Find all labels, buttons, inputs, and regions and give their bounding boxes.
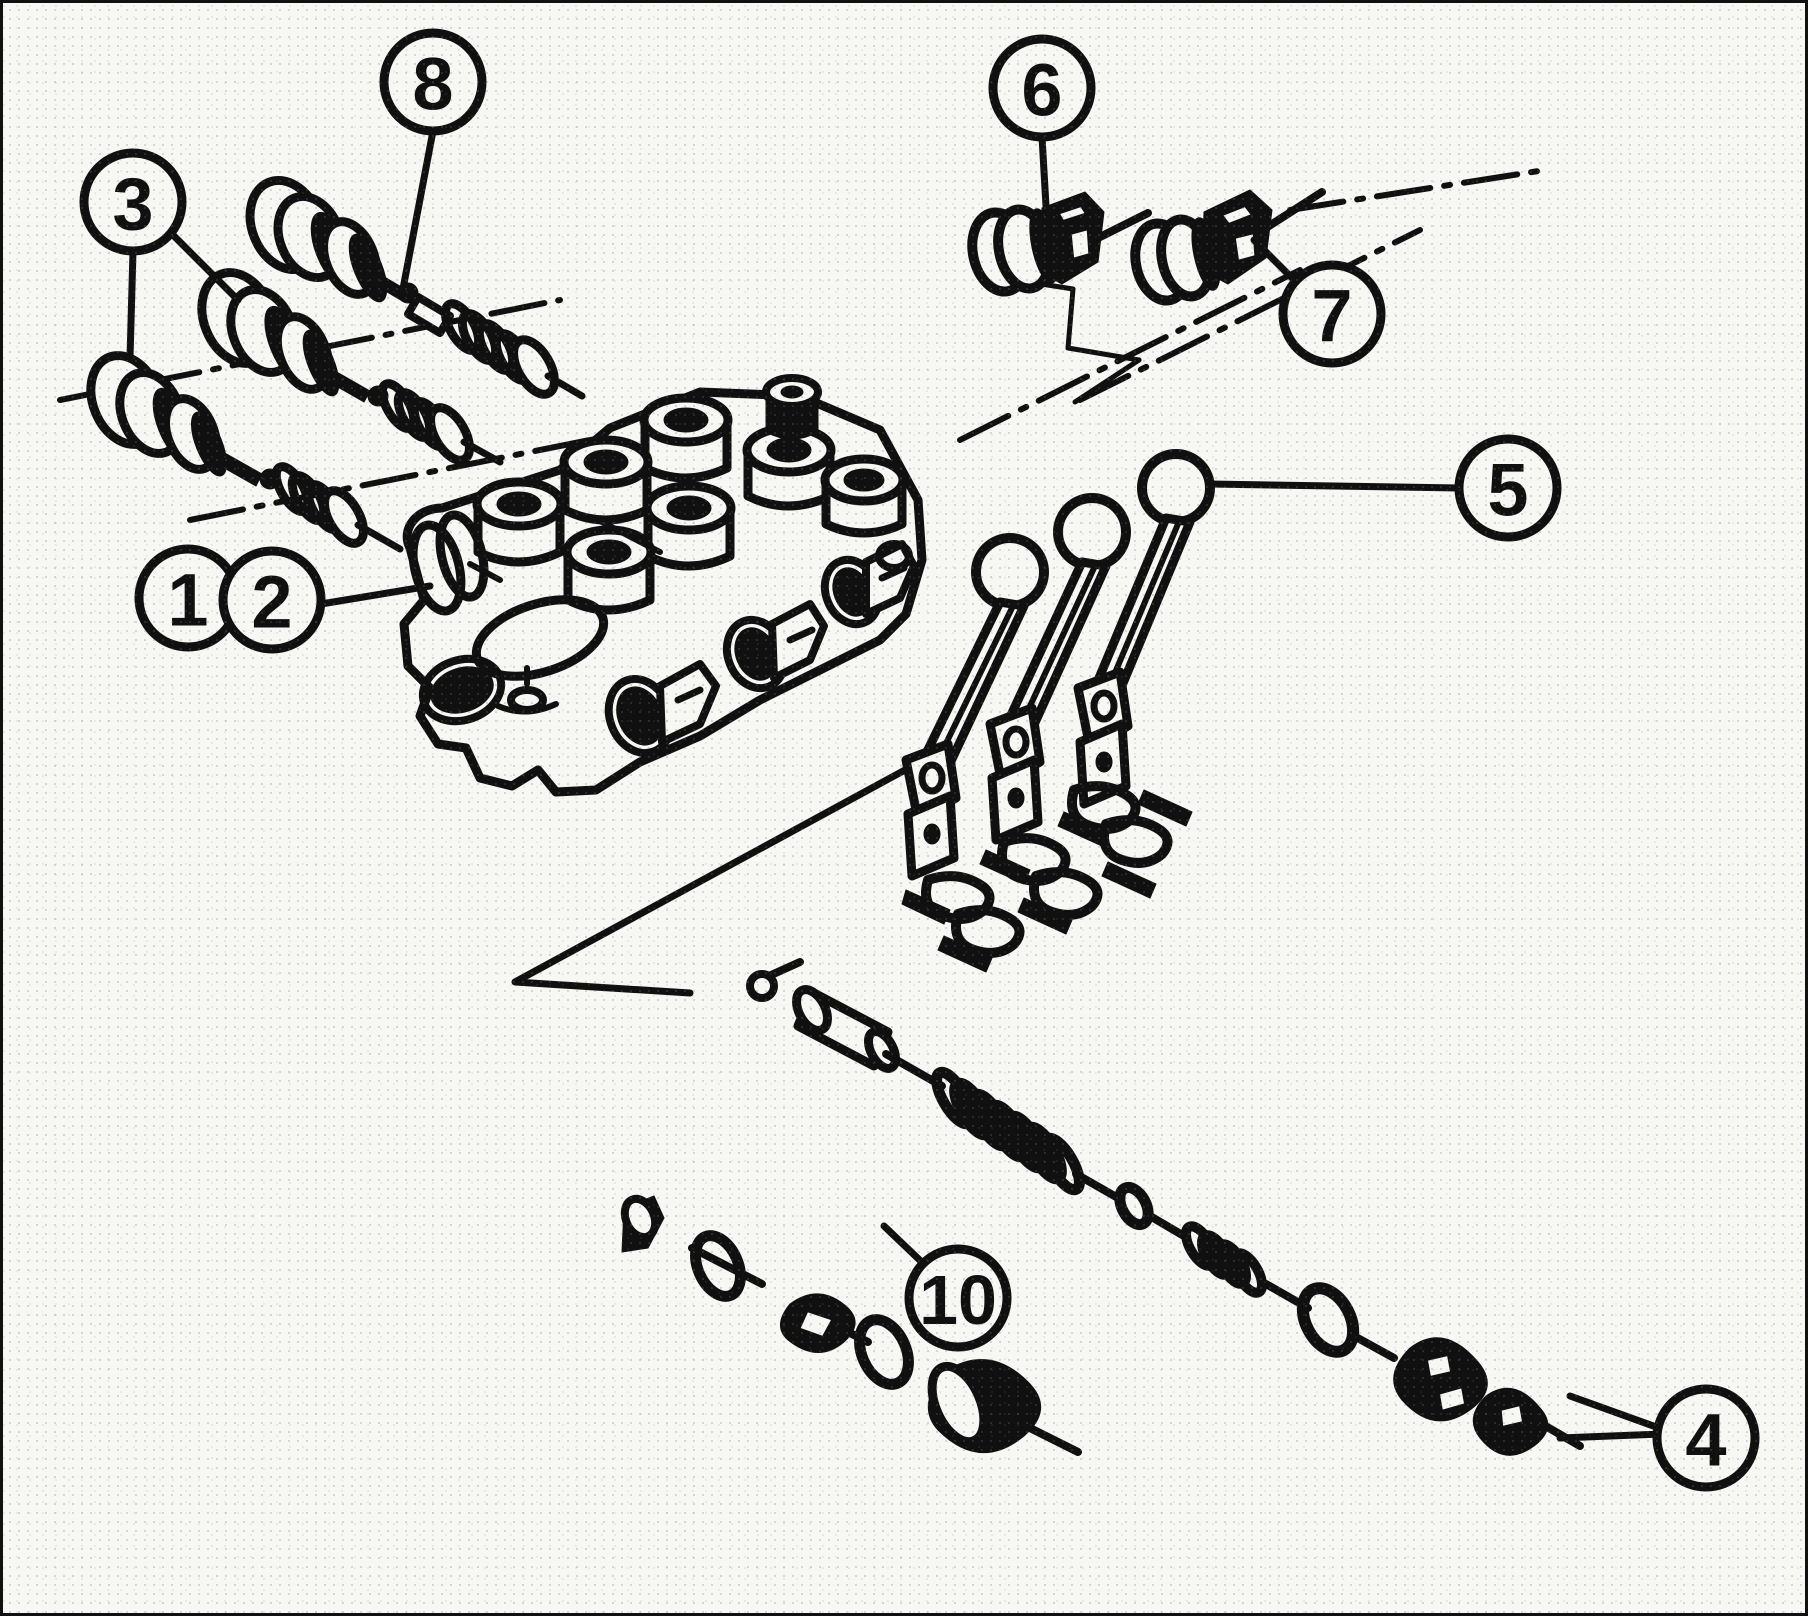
callout-target-10[interactable]: [909, 1249, 1007, 1347]
callout-number-10: 10: [919, 1261, 997, 1339]
callout-number-1: 1: [167, 559, 208, 642]
callout-target-8[interactable]: [384, 33, 482, 131]
port-fitting-right: [1130, 188, 1326, 306]
control-lever-2: [985, 493, 1131, 845]
callout-bubble-3[interactable]: 3: [79, 148, 187, 256]
callout-target-4[interactable]: [1657, 1389, 1755, 1487]
callout-number-4: 4: [1685, 1399, 1726, 1482]
port-fitting-left: [967, 191, 1152, 297]
callout-target-6[interactable]: [993, 39, 1091, 137]
spool-assembly-group: [86, 175, 586, 553]
control-lever-group: [901, 449, 1215, 973]
control-lever-3: [901, 533, 1049, 881]
callout-number-8: 8: [412, 43, 453, 126]
callout-bubble-5[interactable]: 5: [1454, 434, 1562, 542]
callout-circle-6: [988, 34, 1096, 142]
callout-number-5: 5: [1487, 449, 1528, 532]
valve-body: [399, 374, 927, 797]
lever-linkage-hardware: [901, 781, 1193, 973]
callout-number-7: 7: [1311, 275, 1352, 358]
callout-number-3: 3: [112, 163, 153, 246]
callout-bubble-2[interactable]: 2: [218, 546, 326, 654]
callout-target-5[interactable]: [1459, 439, 1557, 537]
port-boss-group: [472, 374, 908, 615]
callout-bubble-7[interactable]: 7: [1278, 260, 1386, 368]
callout-circle-8: [379, 28, 487, 136]
callout-bubble-8[interactable]: 8: [379, 28, 487, 136]
callout-number-2: 2: [251, 561, 292, 644]
spool-assembly-a: [245, 175, 586, 400]
spool-assembly-c: [86, 351, 404, 553]
callout-bubble-4[interactable]: 4: [1652, 1384, 1760, 1492]
callout-circle-4: [1652, 1384, 1760, 1492]
callout-circle-5: [1454, 434, 1562, 542]
callout-target-3[interactable]: [84, 153, 182, 251]
callout-bubble-10[interactable]: 10: [904, 1244, 1012, 1352]
callout-circle-10: [904, 1244, 1012, 1352]
callout-circle-3: [79, 148, 187, 256]
callout-number-6: 6: [1021, 49, 1062, 132]
relief-valve-cartridge: [620, 958, 1666, 1456]
callout-circle-2: [218, 546, 326, 654]
callout-target-2[interactable]: [223, 551, 321, 649]
callout-circle-7: [1278, 260, 1386, 368]
callout-target-7[interactable]: [1283, 265, 1381, 363]
callout-bubble-6[interactable]: 6: [988, 34, 1096, 142]
spool-assembly-b: [197, 268, 504, 466]
